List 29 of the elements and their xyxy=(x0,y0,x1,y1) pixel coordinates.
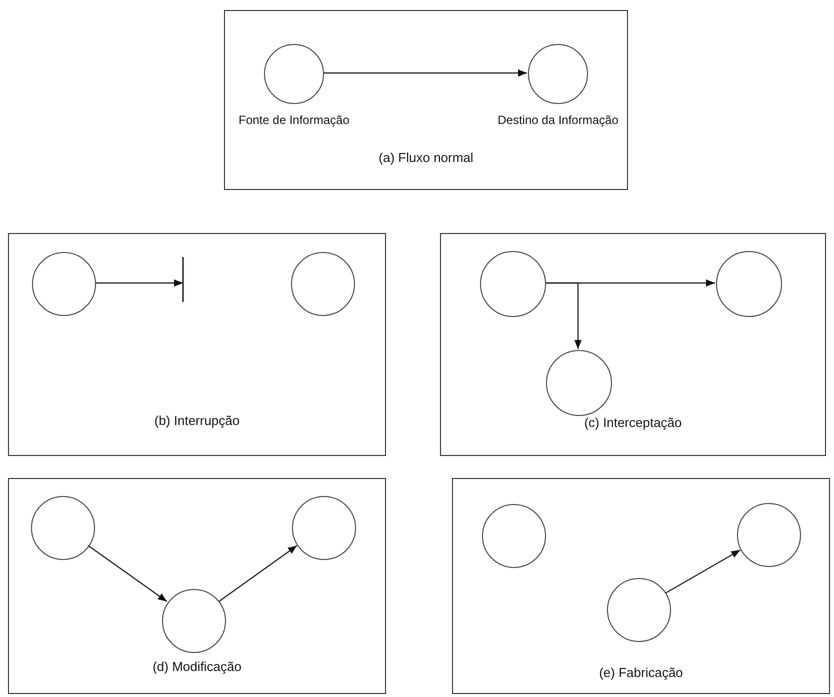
node-caption: Fonte de Informação xyxy=(238,113,350,127)
panel-frame xyxy=(440,233,826,456)
arrow xyxy=(665,549,741,594)
circle-node xyxy=(480,251,546,317)
panel-caption: (c) Interceptação xyxy=(583,415,683,430)
circle-node xyxy=(607,578,671,642)
arrow xyxy=(545,282,582,349)
circle-node xyxy=(737,503,801,567)
arrow xyxy=(323,69,527,77)
panel-caption: (a) Fluxo normal xyxy=(378,150,474,165)
panel-frame xyxy=(452,478,830,694)
panel-frame xyxy=(8,233,386,456)
panel-caption: (d) Modificação xyxy=(152,659,242,674)
panel-caption: (e) Fabricação xyxy=(598,665,684,680)
node-caption: Destino da Informação xyxy=(498,113,618,127)
panel-frame xyxy=(224,10,628,190)
circle-node xyxy=(546,350,612,416)
circle-node xyxy=(482,504,546,568)
circle-node xyxy=(162,589,226,653)
arrow xyxy=(88,545,168,602)
circle-node xyxy=(31,496,95,560)
circle-node xyxy=(716,251,782,317)
panel-frame xyxy=(8,478,386,694)
panel-caption: (b) Interrupção xyxy=(153,413,241,428)
arrow xyxy=(218,545,298,602)
circle-node xyxy=(32,252,96,316)
circle-node xyxy=(292,496,356,560)
arrow xyxy=(95,279,183,287)
circle-node xyxy=(291,252,355,316)
